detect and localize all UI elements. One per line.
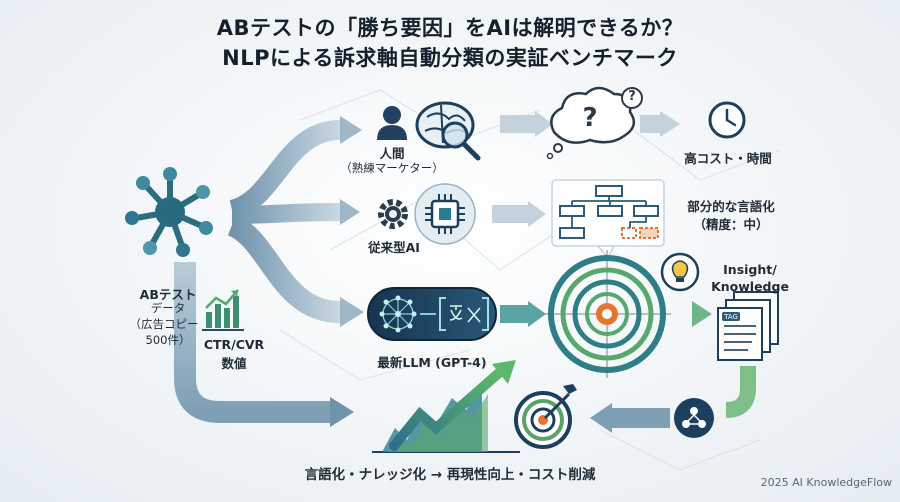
person-icon — [377, 106, 407, 140]
small-question-mark: ? — [628, 89, 636, 104]
question-mark: ? — [582, 103, 598, 133]
flow-arrows — [174, 120, 341, 423]
tag-label: TAG — [723, 313, 738, 321]
classic-ai-result-1: 部分的な言語化 — [687, 199, 775, 214]
gear-icon — [378, 199, 408, 229]
human-result: 高コスト・時間 — [684, 151, 772, 166]
data-hub-icon — [125, 167, 213, 257]
human-arrowhead — [535, 111, 553, 137]
llm-label: 最新LLM (GPT-4) — [377, 355, 487, 370]
classic-ai-label: 従来型AI — [368, 240, 420, 255]
page-title-line-1: ABテストの「勝ち要因」をAIは解明できるか？ — [216, 16, 684, 40]
target-to-docs-arrowhead — [692, 301, 712, 327]
translate-icon — [439, 297, 489, 331]
bar-chart-icon — [202, 289, 244, 331]
human-label-1: 人間 — [379, 146, 405, 161]
human-label-2: （熟練マーケター） — [340, 161, 444, 175]
flowchart-card-icon — [551, 179, 665, 260]
lightbulb-bubble-icon — [660, 252, 700, 292]
brain-magnifier-icon — [415, 101, 481, 161]
return-arrowhead — [590, 403, 612, 433]
source-label-4: 500件） — [145, 333, 191, 347]
clock-icon — [708, 101, 746, 139]
flow-arrowheads — [330, 116, 364, 427]
page-title-line-2: NLPによる訴求軸自動分類の実証ベンチマーク — [222, 46, 678, 70]
classic-ai-result-2: （精度：中） — [693, 217, 769, 232]
llm-arrowhead — [528, 301, 546, 327]
neural-network-icon — [379, 295, 417, 333]
source-label-1: ABテスト — [139, 287, 197, 302]
growth-chart-icon — [372, 360, 520, 453]
llm-panel — [367, 287, 497, 341]
small-target-icon — [514, 384, 577, 449]
small-question-bubble-icon — [621, 87, 643, 109]
llm-result-1: Insight/ — [723, 262, 777, 277]
metrics-label-2: 数値 — [221, 356, 247, 371]
source-label-3: （広告コピー — [129, 317, 199, 331]
llm-result-2: Knowledge — [711, 279, 789, 294]
human-arrowhead-2 — [660, 111, 680, 137]
conclusion-label: 言語化・ナレッジ化 → 再現性向上・コスト削減 — [304, 467, 596, 483]
docs-loop-arrow — [725, 366, 756, 418]
metrics-label-1: CTR/CVR — [203, 337, 265, 352]
chip-icon — [414, 183, 476, 245]
team-network-icon — [674, 398, 714, 438]
document-stack-icon: TAG — [717, 291, 779, 361]
classic-arrowhead — [528, 201, 546, 227]
target-icon — [543, 250, 671, 378]
footer-credit: 2025 AI KnowledgeFlow — [760, 476, 892, 489]
source-label-2: データ — [150, 301, 186, 315]
